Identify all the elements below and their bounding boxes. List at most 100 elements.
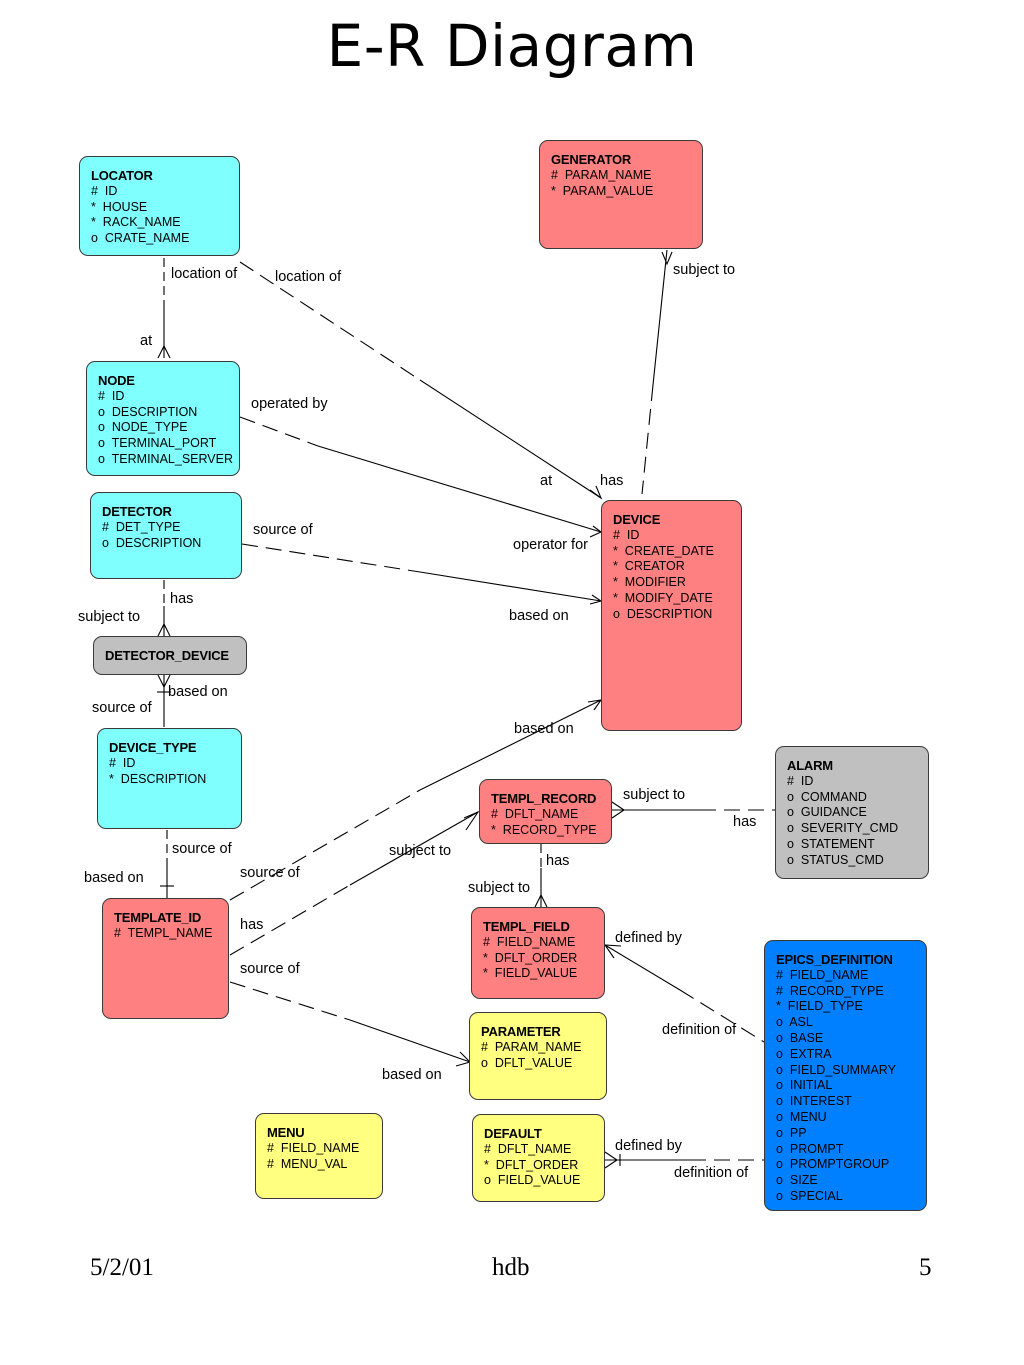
entity-name: PARAMETER	[481, 1024, 561, 1039]
rel-line-locator-device	[239, 261, 421, 381]
attribute: o FIELD_SUMMARY	[776, 1062, 896, 1077]
attribute: * CREATOR	[613, 559, 685, 574]
entity-name: MENU	[267, 1125, 305, 1140]
relationship-label: based on	[84, 870, 144, 886]
rel-line-templfield-epics	[604, 944, 681, 991]
rel-line-template-parameter	[229, 981, 351, 1021]
footer-date: 5/2/01	[90, 1254, 154, 1281]
attribute: o SPECIAL	[776, 1188, 843, 1203]
entity-name: DEVICE	[613, 512, 661, 527]
attribute: * PARAM_VALUE	[551, 183, 654, 198]
footer-page-number: 5	[919, 1254, 932, 1281]
entity-menu[interactable]: MENU # FIELD_NAME # MENU_VAL	[255, 1113, 383, 1199]
entity-detector[interactable]: DETECTOR # DET_TYPE o DESCRIPTION	[90, 492, 242, 579]
entity-name: DEVICE_TYPE	[109, 740, 197, 755]
rel-line-generator-device	[652, 249, 668, 386]
entity-name: DETECTOR	[102, 504, 172, 519]
attribute: # FIELD_NAME	[776, 967, 869, 982]
attribute: # TEMPL_NAME	[114, 925, 213, 940]
entity-default[interactable]: DEFAULT # DFLT_NAME * DFLT_ORDER o FIELD…	[472, 1114, 605, 1202]
attribute: # DFLT_NAME	[484, 1141, 572, 1156]
attribute: # DFLT_NAME	[491, 806, 579, 821]
relationship-label: has	[170, 591, 194, 607]
attribute: o STATEMENT	[787, 836, 875, 851]
relationship-label: based on	[382, 1067, 442, 1083]
crowfoot-marker	[603, 944, 622, 959]
attribute: # ID	[98, 388, 125, 403]
entity-name: LOCATOR	[91, 168, 153, 183]
relationship-label: at	[540, 473, 553, 489]
attribute: o BASE	[776, 1030, 824, 1045]
attribute: * HOUSE	[91, 199, 148, 214]
crowfoot-marker	[534, 893, 548, 908]
relationship-label: subject to	[468, 880, 531, 896]
attribute: o SIZE	[776, 1173, 818, 1188]
attribute: o CRATE_NAME	[91, 231, 190, 246]
attribute: * RACK_NAME	[91, 215, 181, 230]
relationship-label: source of	[240, 865, 300, 881]
crowfoot-marker	[589, 485, 603, 500]
entity-parameter[interactable]: PARAMETER # PARAM_NAME o DFLT_VALUE	[469, 1012, 607, 1100]
attribute: * CREATE_DATE	[613, 543, 714, 558]
entity-alarm[interactable]: ALARM # ID o COMMAND o GUIDANCE o SEVERI…	[775, 746, 929, 879]
attribute: # DET_TYPE	[102, 519, 181, 534]
relationship-label: based on	[168, 684, 228, 700]
relationship-label: at	[140, 333, 153, 349]
relationship-label: operator for	[513, 537, 588, 553]
attribute: # ID	[109, 755, 136, 770]
entity-epics-definition[interactable]: EPICS_DEFINITION # FIELD_NAME # RECORD_T…	[764, 940, 927, 1211]
attribute: # ID	[787, 773, 814, 788]
entity-name: DETECTOR_DEVICE	[105, 648, 229, 663]
relationship-label: source of	[240, 961, 300, 977]
entity-templ-record[interactable]: TEMPL_RECORD # DFLT_NAME * RECORD_TYPE	[479, 779, 612, 844]
relationship-label: source of	[92, 700, 152, 716]
entity-name: NODE	[98, 373, 135, 388]
entity-name: GENERATOR	[551, 152, 632, 167]
relationship-label: subject to	[389, 843, 452, 859]
attribute: * MODIFY_DATE	[613, 590, 713, 605]
attribute: o PROMPTGROUP	[776, 1157, 890, 1172]
rel-line-detector-device	[241, 543, 421, 573]
attribute: o TERMINAL_SERVER	[98, 451, 234, 466]
attribute: o FIELD_VALUE	[484, 1173, 581, 1188]
crowfoot-marker	[604, 1151, 618, 1169]
attribute: o INTEREST	[776, 1094, 852, 1109]
relationship-label: has	[240, 917, 264, 933]
crowfoot-marker	[157, 344, 171, 359]
attribute: o GUIDANCE	[787, 805, 867, 820]
entity-templ-field[interactable]: TEMPL_FIELD # FIELD_NAME * DFLT_ORDER * …	[471, 907, 605, 999]
entity-locator[interactable]: LOCATOR # ID * HOUSE * RACK_NAME o CRATE…	[79, 156, 240, 256]
attribute: o ASL	[776, 1015, 813, 1030]
attribute: o DFLT_VALUE	[481, 1055, 573, 1070]
relationship-label: subject to	[673, 262, 736, 278]
entity-name: ALARM	[787, 758, 833, 773]
slide-title: E-R Diagram	[326, 12, 698, 80]
crowfoot-marker	[611, 801, 625, 819]
relationship-label: subject to	[623, 787, 686, 803]
relationship-label: source of	[172, 841, 232, 857]
entity-name: TEMPLATE_ID	[114, 910, 202, 925]
rel-line-template-device	[229, 789, 421, 901]
relationship-label: has	[600, 473, 624, 489]
entity-device[interactable]: DEVICE # ID * CREATE_DATE * CREATOR * MO…	[601, 500, 742, 731]
relationship-label: location of	[275, 269, 342, 285]
entity-detector-device[interactable]: DETECTOR_DEVICE	[93, 636, 247, 675]
crowfoot-marker	[661, 251, 673, 266]
attribute: * DFLT_ORDER	[483, 950, 578, 965]
attribute: * DFLT_ORDER	[484, 1157, 579, 1172]
crowfoot-marker	[157, 622, 171, 637]
entity-node[interactable]: NODE # ID o DESCRIPTION o NODE_TYPE o TE…	[86, 361, 240, 476]
relationship-label: has	[546, 853, 570, 869]
attribute: o PROMPT	[776, 1141, 844, 1156]
entity-generator[interactable]: GENERATOR # PARAM_NAME * PARAM_VALUE	[539, 140, 703, 249]
entity-template-id[interactable]: TEMPLATE_ID # TEMPL_NAME	[102, 898, 229, 1019]
crowfoot-marker	[157, 674, 171, 689]
attribute: * FIELD_TYPE	[776, 999, 863, 1014]
entity-device-type[interactable]: DEVICE_TYPE # ID * DESCRIPTION	[97, 728, 242, 829]
attribute: # ID	[613, 527, 640, 542]
relationship-label: location of	[171, 266, 238, 282]
entity-name: TEMPL_FIELD	[483, 919, 570, 934]
attribute: o PP	[776, 1125, 807, 1140]
attribute: # PARAM_NAME	[551, 167, 652, 182]
